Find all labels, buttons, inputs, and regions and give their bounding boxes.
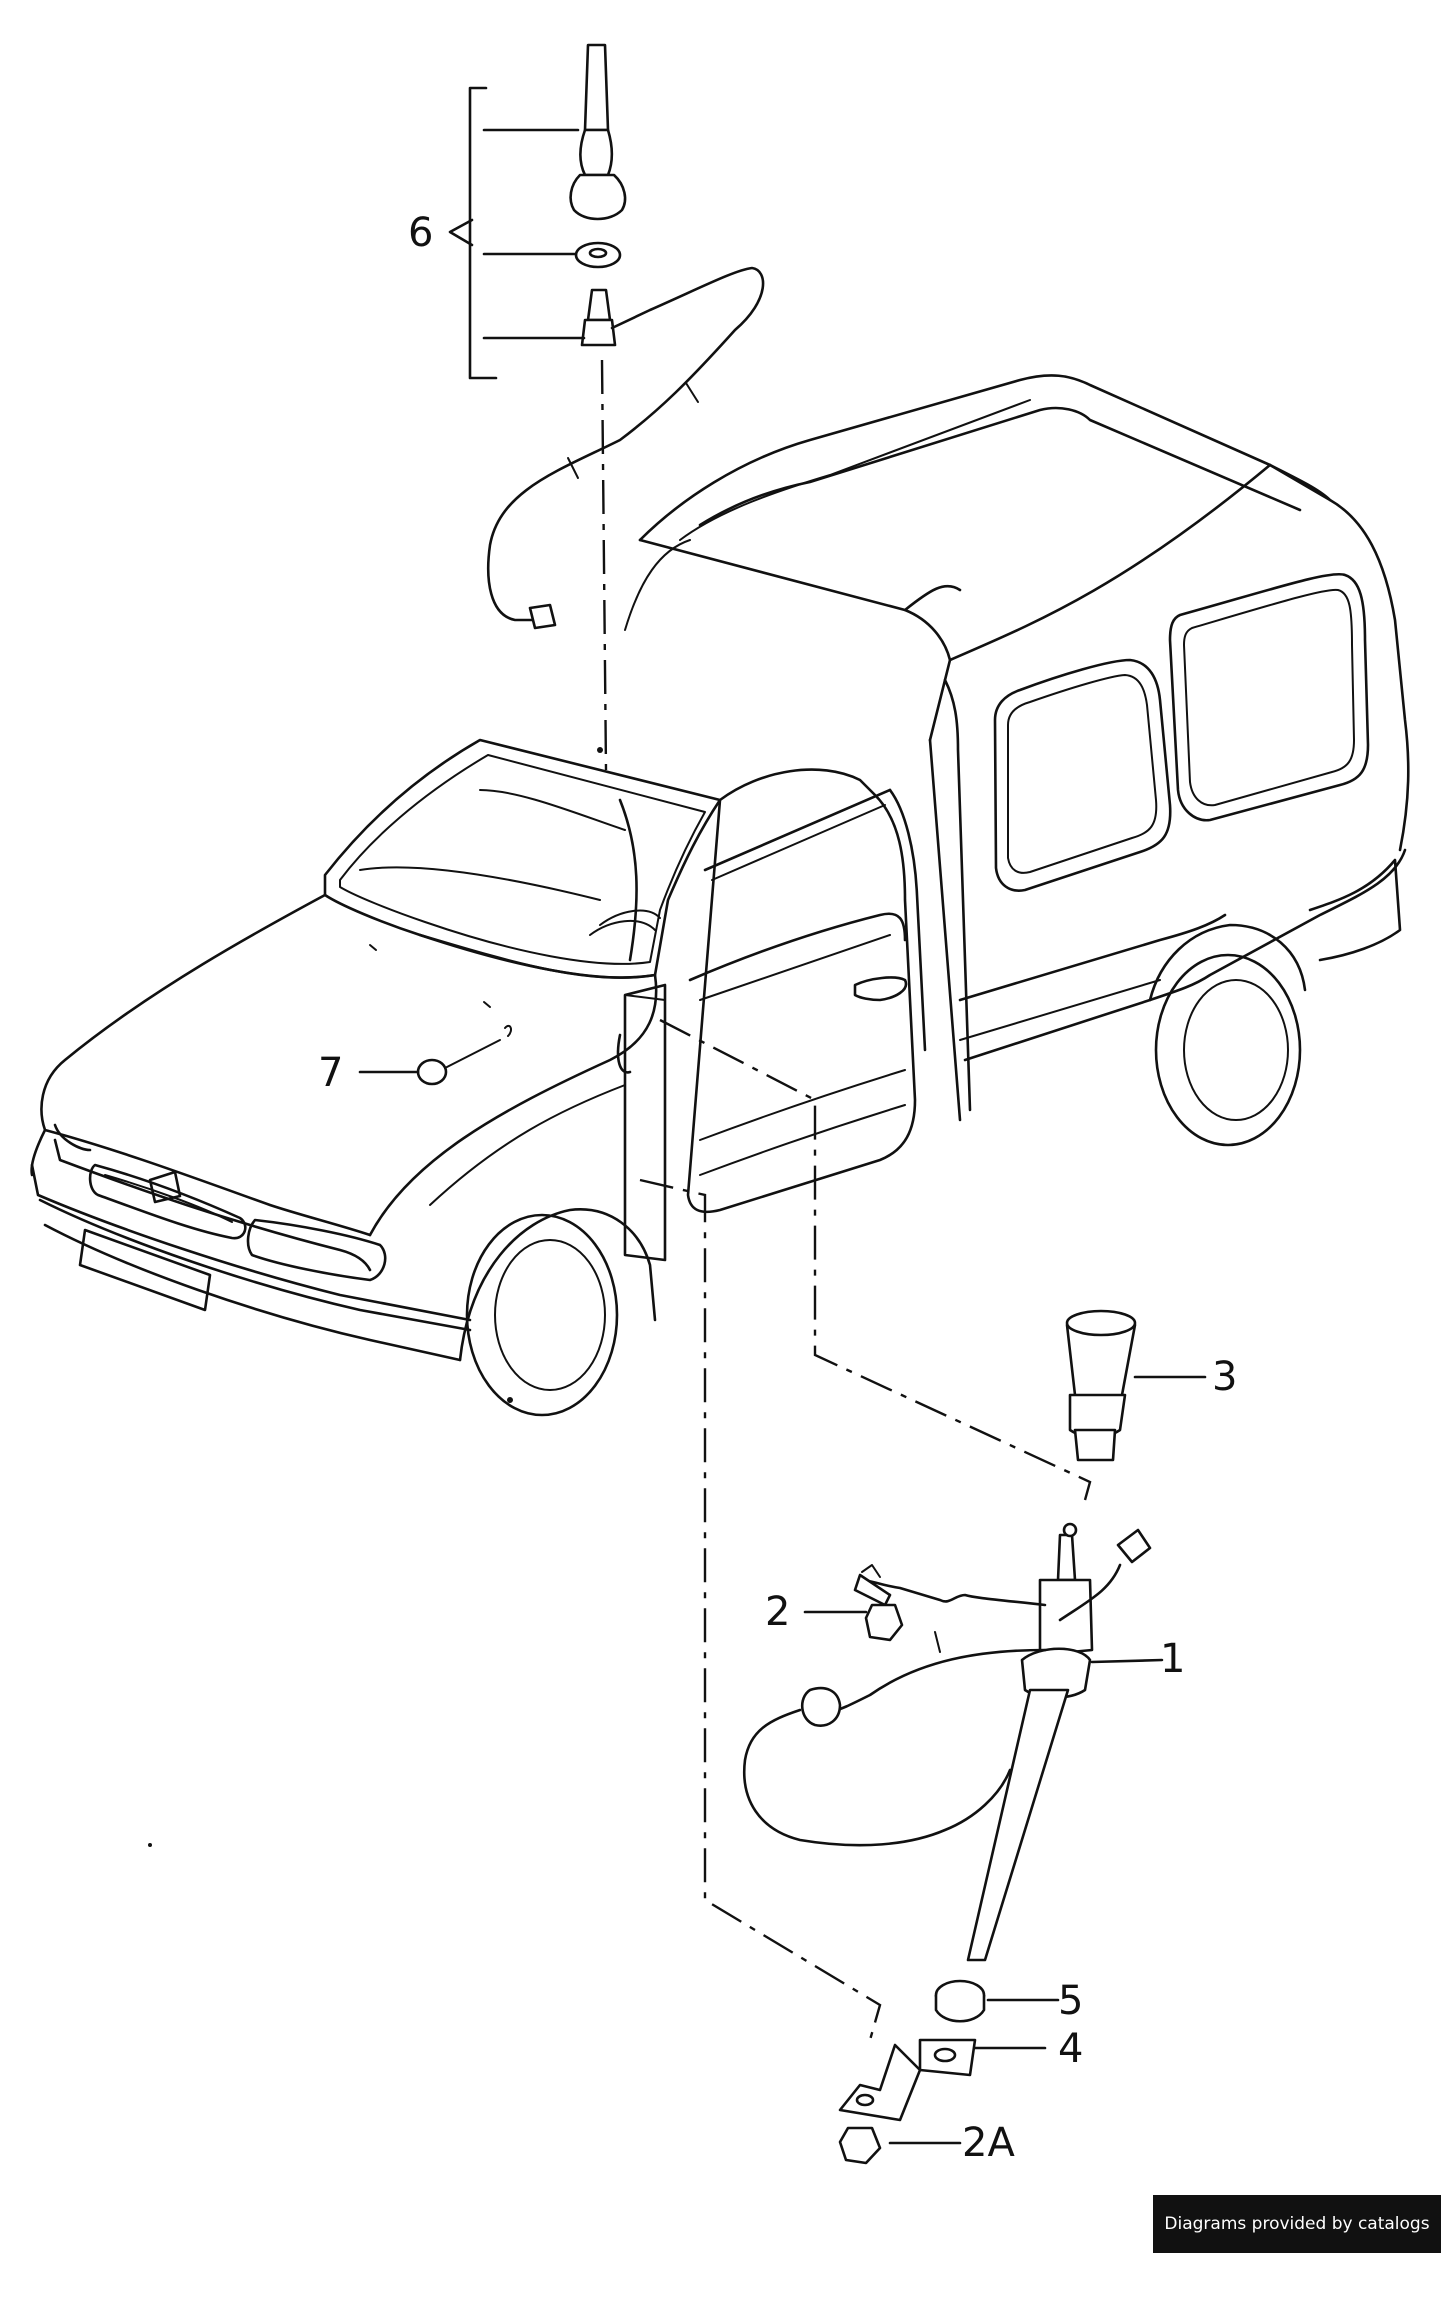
callout-4: 4 <box>1058 2026 1083 2072</box>
part-5-grommet <box>934 1979 986 2023</box>
callout-5: 5 <box>1058 1978 1083 2024</box>
footer-credit: Diagrams provided by catalogs parts <box>1153 2195 1441 2292</box>
diagram-canvas: 1 2 2A 3 4 5 6 7 <box>30 43 1410 2166</box>
vehicle-illustration <box>30 374 1410 1847</box>
callout-leaders <box>358 86 1207 2145</box>
callout-labels: 1 2 2A 3 4 5 6 7 <box>318 210 1237 2166</box>
part-4-bracket <box>838 2038 977 2122</box>
callout-7: 7 <box>318 1050 343 1096</box>
callout-1: 1 <box>1160 1636 1185 1682</box>
assembly-leader-lines <box>600 359 1092 2041</box>
callout-2a: 2A <box>962 2120 1015 2166</box>
part-2a-nut <box>838 2126 882 2165</box>
callout-2: 2 <box>765 1589 790 1635</box>
part-6-roof-antenna <box>486 43 765 630</box>
callout-3: 3 <box>1212 1354 1237 1400</box>
part-3-antenna-cover <box>1065 1309 1137 1462</box>
part-7-cap <box>416 1024 512 1086</box>
callout-6: 6 <box>408 210 433 256</box>
part-2-nut <box>864 1603 904 1642</box>
part-1-antenna-assembly <box>742 1522 1152 1962</box>
parts-diagram: 1 2 2A 3 4 5 6 7 <box>30 43 1410 2166</box>
